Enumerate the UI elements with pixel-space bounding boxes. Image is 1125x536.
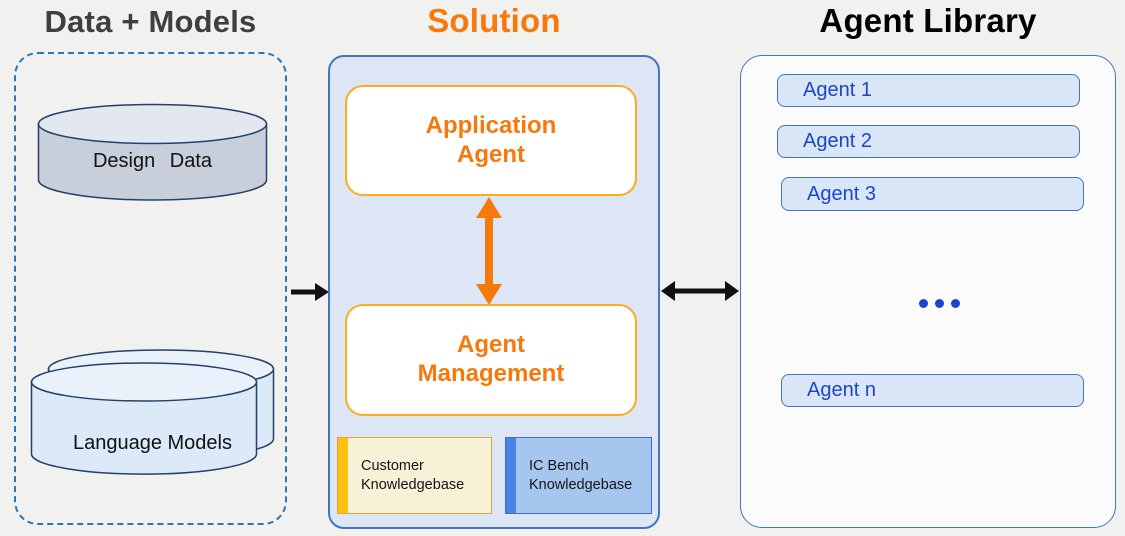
design-data-cylinder: Design Data xyxy=(37,103,268,203)
agent-2-label: Agent 2 xyxy=(803,130,872,152)
agent-management-label: Agent Management xyxy=(417,331,565,387)
agent-1-label: Agent 1 xyxy=(803,79,872,101)
agent-library-title: Agent Library xyxy=(819,2,1037,39)
more-agents-ellipsis-icon xyxy=(908,299,970,308)
stacked-database-cylinder-icon xyxy=(30,349,275,475)
agent-3-label: Agent 3 xyxy=(807,182,876,205)
flow-arrow-data-to-solution-icon xyxy=(291,283,329,301)
agent-library-item-1: Agent 1 xyxy=(777,74,1080,107)
ic-bench-knowledgebase-label: IC Bench Knowledgebase xyxy=(529,457,633,493)
bidirectional-arrow-vertical-icon xyxy=(471,197,507,305)
bidirectional-arrow-solution-library-icon xyxy=(661,281,739,301)
customer-knowledgebase-label: Customer Knowledgebase xyxy=(361,457,465,493)
agent-management-box: Agent Management xyxy=(345,304,637,416)
customer-knowledgebase-card: Customer Knowledgebase xyxy=(337,437,492,514)
ic-bench-knowledgebase-card: IC Bench Knowledgebase xyxy=(505,437,652,514)
agent-library-item-2: Agent 2 xyxy=(777,125,1080,158)
application-agent-box: Application Agent xyxy=(345,85,637,196)
customer-knowledgebase-accent-bar xyxy=(338,438,348,513)
agent-n-label: Agent n xyxy=(807,379,876,401)
language-models-label: Language Models xyxy=(72,432,232,454)
database-cylinder-icon xyxy=(37,103,268,201)
data-models-container xyxy=(14,52,287,525)
language-models-cylinder-stack: Language Models xyxy=(30,349,275,489)
ic-bench-knowledgebase-accent-bar xyxy=(506,438,516,513)
agent-library-item-n: Agent n xyxy=(781,374,1084,407)
agent-library-item-3: Agent 3 xyxy=(781,177,1084,211)
application-agent-label: Application Agent xyxy=(425,111,557,168)
data-models-title: Data + Models xyxy=(44,4,257,39)
solution-title: Solution xyxy=(427,2,561,39)
design-data-label: Design Data xyxy=(92,150,213,172)
